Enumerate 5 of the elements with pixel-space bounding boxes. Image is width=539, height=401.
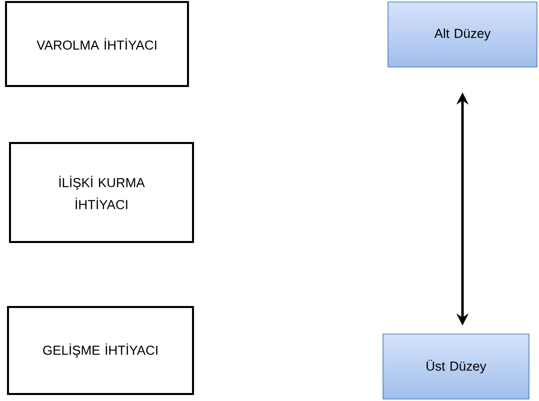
need-box: GELİŞME İHTİYACI xyxy=(7,306,194,395)
level-box: Alt Düzey xyxy=(388,2,538,68)
level-box: Üst Düzey xyxy=(382,334,530,400)
need-box: VAROLMA İHTİYACI xyxy=(5,1,189,87)
need-box: İLİŞKİ KURMA İHTİYACI xyxy=(9,142,194,243)
